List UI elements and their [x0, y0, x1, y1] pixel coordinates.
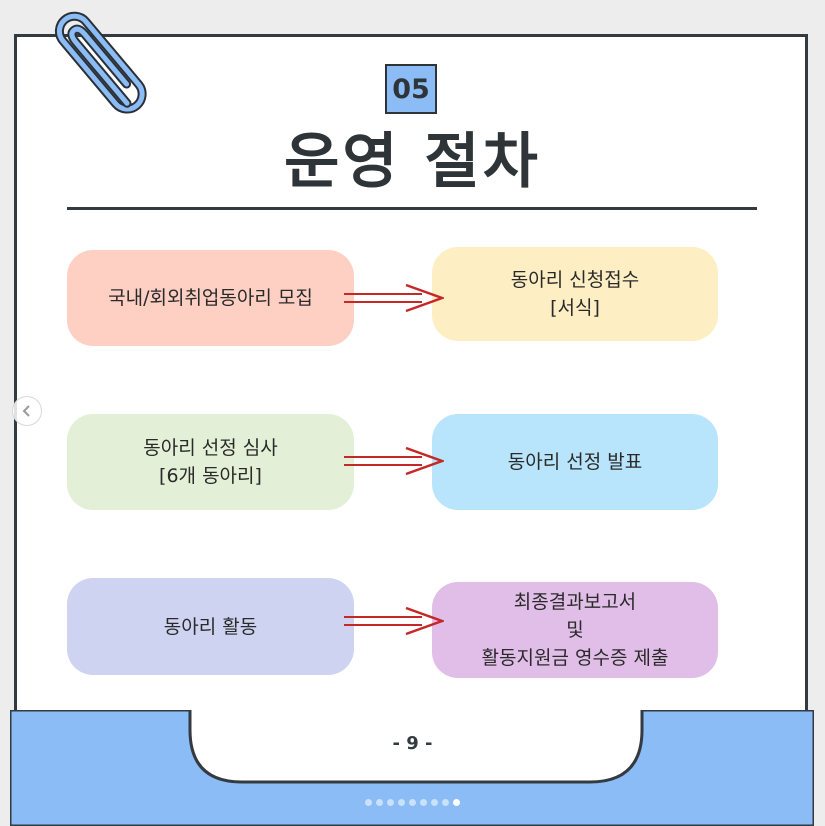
footer-band [10, 710, 814, 826]
step-text: 국내/회외취업동아리 모집 [108, 287, 313, 309]
carousel-prev-button[interactable] [12, 396, 42, 426]
carousel-dot[interactable] [453, 799, 460, 806]
carousel-indicator [0, 799, 825, 809]
paperclip-icon [54, 11, 147, 114]
double-arrow-icon [344, 606, 444, 636]
carousel-dot[interactable] [420, 799, 427, 806]
carousel-dot[interactable] [409, 799, 416, 806]
carousel-dot[interactable] [365, 799, 372, 806]
step-text: 활동지원금 영수증 제출 [481, 647, 669, 669]
carousel-dot[interactable] [442, 799, 449, 806]
step-box: 동아리 활동 [67, 578, 354, 675]
page-title: 운영 절차 [284, 127, 541, 197]
step-text: [6개 동아리] [159, 465, 262, 487]
step-text: 최종결과보고서 [513, 591, 637, 613]
step-text: [서식] [550, 297, 600, 319]
carousel-dot[interactable] [376, 799, 383, 806]
title-divider [67, 207, 757, 210]
double-arrow-icon [344, 446, 444, 476]
double-arrow-icon [344, 283, 444, 313]
step-text: 동아리 활동 [163, 615, 258, 638]
step-box: 동아리 선정 발표 [432, 414, 718, 510]
step-text: 및 [566, 619, 584, 641]
carousel-dot[interactable] [431, 799, 438, 806]
step-box: 국내/회외취업동아리 모집 [67, 250, 354, 346]
step-text: 동아리 선정 심사 [143, 437, 278, 459]
step-box: 동아리 신청접수 [서식] [432, 247, 718, 341]
chevron-left-icon [22, 405, 30, 417]
carousel-dot[interactable] [398, 799, 405, 806]
step-box: 동아리 선정 심사 [6개 동아리] [67, 414, 354, 510]
section-number-badge: 05 [385, 64, 437, 114]
step-text: 동아리 선정 발표 [507, 451, 643, 473]
carousel-dot[interactable] [387, 799, 394, 806]
page-number: - 9 - [392, 733, 433, 754]
step-text: 동아리 신청접수 [510, 269, 640, 291]
